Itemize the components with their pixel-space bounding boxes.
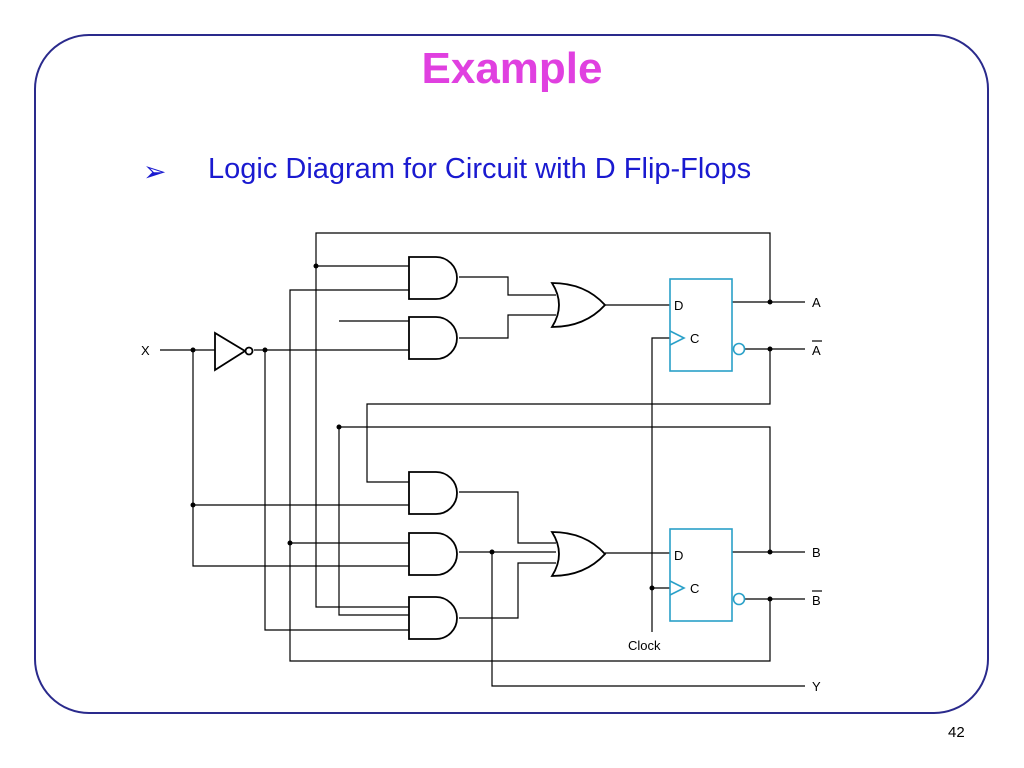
ffa-d-label: D <box>674 298 683 313</box>
ffb-d-label: D <box>674 548 683 563</box>
clock-label: Clock <box>628 638 661 653</box>
output-a-label: A <box>812 295 821 310</box>
wire-a-feedback <box>315 232 771 608</box>
input-x-label: X <box>141 343 150 358</box>
wire-and2-or1 <box>459 314 556 339</box>
slide-title: Example <box>421 44 603 93</box>
and-gate-5 <box>408 596 458 640</box>
and-gate-2 <box>408 316 458 360</box>
wire-xnot-vertical <box>264 350 409 631</box>
wire-and6-or2 <box>459 562 556 619</box>
wire-y-output <box>491 552 805 687</box>
and-gate-3 <box>408 471 458 515</box>
output-y-label: Y <box>812 679 821 694</box>
wire-and4-or2 <box>459 491 556 544</box>
output-a-not-label: A <box>812 343 821 358</box>
flip-flop-a: D C <box>669 278 746 372</box>
wire-clock <box>651 337 670 632</box>
or-gate-2 <box>550 531 607 577</box>
or-gate-1 <box>550 282 607 328</box>
and-gate-4 <box>408 532 458 576</box>
page-number: 42 <box>948 724 965 741</box>
flip-flop-b: D C <box>669 528 746 622</box>
bullet-text: Logic Diagram for Circuit with D Flip-Fl… <box>208 153 752 185</box>
wire-anot-feedback <box>366 349 771 483</box>
slide-frame <box>34 34 989 714</box>
wire-and1-or1 <box>459 276 556 296</box>
ffa-c-label: C <box>690 331 699 346</box>
output-b-label: B <box>812 545 821 560</box>
and-gate-1 <box>408 256 458 300</box>
ffb-c-label: C <box>690 581 699 596</box>
not-gate <box>214 331 254 372</box>
junction-dots <box>190 263 773 602</box>
output-b-not-label: B <box>812 593 821 608</box>
bullet-arrow-icon: ➢ <box>143 156 167 187</box>
wire-bnot-feedback <box>289 289 771 662</box>
wire-x-vertical <box>192 350 409 567</box>
